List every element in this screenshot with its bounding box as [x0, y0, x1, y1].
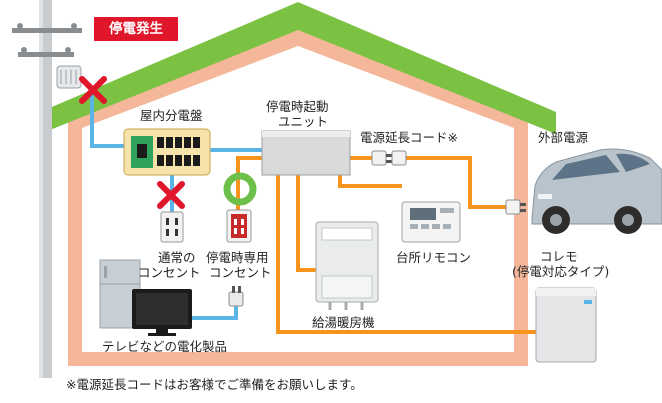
tv-icon [132, 289, 192, 336]
cross-mark-icon [157, 181, 185, 209]
extension-cord-label: 電源延長コード※ [360, 130, 458, 145]
plug-icon [228, 286, 244, 307]
car-icon [531, 148, 662, 234]
water-heater-icon [315, 221, 379, 310]
remote-control-icon [401, 201, 461, 243]
ring-icon [223, 172, 257, 206]
normal-outlet-label-line2: コンセント [138, 265, 201, 280]
appliances-label: テレビなどの電化製品 [102, 339, 228, 354]
unit-label-line1: 停電時起動 [266, 99, 329, 114]
water-heater-label: 給湯暖房機 [312, 315, 375, 330]
outage-outlet-label-line1: 停電時専用 [206, 250, 269, 265]
battery-label-line1: コレモ [540, 249, 578, 264]
distribution-panel-icon [123, 128, 211, 176]
wires-orange [236, 156, 536, 334]
panel-label: 屋内分電盤 [140, 108, 203, 123]
cross-mark-icon [79, 76, 107, 104]
outlet-icon [226, 209, 252, 243]
kitchen-remote-label: 台所リモコン [396, 250, 472, 265]
outage-badge: 停電発生 [94, 17, 178, 41]
plug-icon [505, 199, 526, 215]
battery-unit-icon [535, 287, 597, 363]
outage-outlet-label-line2: コンセント [209, 265, 272, 280]
plug-icon [391, 150, 407, 166]
external-power-label: 外部電源 [538, 130, 589, 145]
normal-outlet-label-line1: 通常の [158, 250, 196, 265]
plug-icon [371, 150, 392, 166]
outlet-icon [160, 211, 184, 243]
unit-label-line2: ユニット [278, 114, 329, 129]
startup-unit-icon [261, 130, 351, 176]
battery-label-line2: (停電対応タイプ) [512, 264, 610, 279]
footnote: ※電源延長コードはお客様でご準備をお願いします。 [66, 377, 363, 392]
roof [40, 2, 556, 134]
utility-pole-icon [12, 0, 82, 378]
